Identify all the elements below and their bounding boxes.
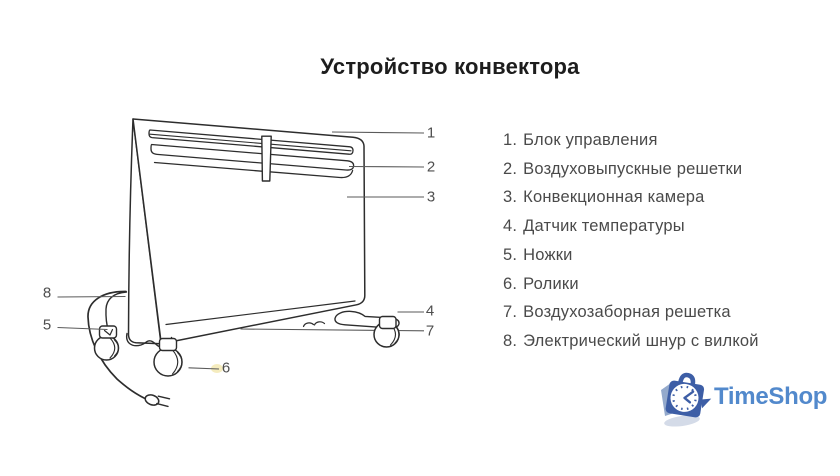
legend-marker: 8. [503, 331, 518, 350]
legend-label: Воздухозаборная решетка [523, 303, 731, 322]
callout-line-2 [348, 165, 425, 168]
callout-number-7: 7 [425, 322, 435, 340]
logo-text: TimeShop [714, 383, 828, 410]
callout-number-6: 6 [221, 359, 231, 377]
legend-marker: 6. [503, 274, 518, 293]
legend-marker: 7. [503, 303, 518, 322]
side-panel [127, 118, 162, 345]
temperature-sensor [302, 321, 326, 328]
callout-number-2: 2 [426, 158, 436, 176]
center-wheel-mount [158, 337, 178, 352]
bottom-seam [165, 300, 356, 326]
plug-prongs [156, 395, 171, 408]
legend: 1. Блок управления 2. Воздуховыпускные р… [503, 126, 759, 356]
legend-marker: 2. [503, 159, 518, 178]
callout-number-3: 3 [426, 188, 436, 206]
legend-marker: 3. [503, 188, 518, 207]
legend-label: Воздуховыпускные решетки [523, 159, 743, 178]
shopping-bag-clock-icon [661, 372, 712, 427]
callout-number-8: 8 [42, 284, 52, 302]
callout-line-5 [57, 326, 108, 331]
left-wheel-mount [98, 325, 118, 339]
legend-item-4: 4. Датчик температуры [503, 212, 759, 241]
legend-marker: 4. [503, 217, 518, 236]
rear-foot [105, 291, 128, 332]
legend-item-1: 1. Блок управления [503, 126, 759, 155]
legend-label: Датчик температуры [523, 217, 685, 236]
legend-item-7: 7. Воздухозаборная решетка [503, 298, 759, 327]
legend-item-6: 6. Ролики [503, 270, 759, 299]
legend-marker: 5. [503, 245, 518, 264]
air-outlet-grille-lower [150, 143, 355, 171]
legend-label: Блок управления [523, 131, 658, 149]
legend-item-2: 2. Воздуховыпускные решетки [503, 155, 759, 184]
legend-label: Электрический шнур с вилкой [523, 331, 759, 350]
legend-label: Ножки [523, 245, 573, 264]
legend-item-5: 5. Ножки [503, 241, 759, 270]
legend-label: Конвекционная камера [523, 188, 705, 207]
right-wheel-mount [378, 315, 397, 330]
timeshop-logo: TimeShop [654, 371, 840, 435]
callout-number-1: 1 [426, 124, 436, 142]
legend-label: Ролики [523, 274, 579, 293]
callout-line-8 [57, 295, 126, 298]
legend-marker: 1. [503, 131, 518, 149]
control-clip [261, 135, 272, 182]
plug [144, 394, 160, 406]
callout-number-4: 4 [425, 302, 435, 320]
callout-line-6 [188, 367, 220, 370]
legend-item-3: 3. Конвекционная камера [503, 183, 759, 212]
page-title: Устройство конвектора [320, 54, 580, 79]
callout-number-5: 5 [42, 316, 52, 334]
callout-line-1 [331, 131, 425, 134]
legend-item-8: 8. Электрический шнур с вилкой [503, 327, 759, 356]
